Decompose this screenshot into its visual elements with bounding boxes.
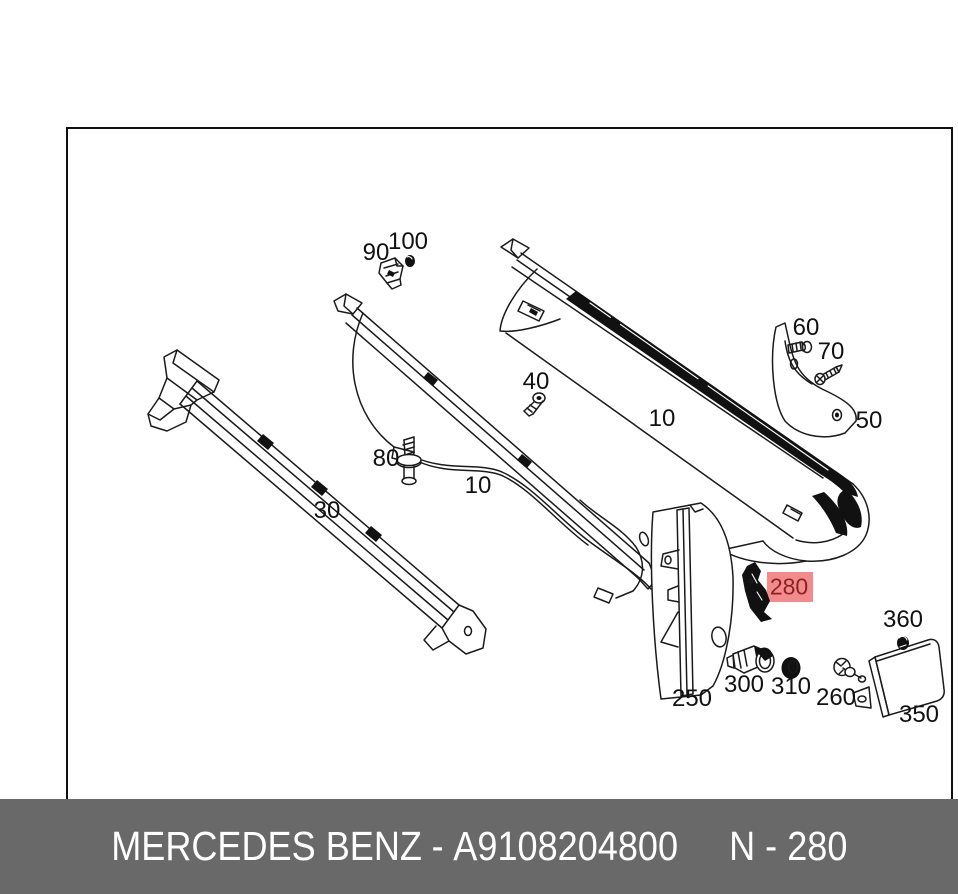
part-260-fastener-drawing: [833, 657, 867, 683]
part-300-sensor-drawing: [726, 645, 775, 674]
part-50-bracket-drawing: [771, 322, 857, 438]
footer-brand: MERCEDES BENZ: [110, 823, 422, 869]
part-label-30: 30: [313, 497, 341, 524]
part-label-280-highlighted: 280: [769, 573, 809, 600]
part-280-bracket-drawing: [742, 562, 772, 622]
footer-bar: MERCEDES BENZ - A9108204800 N - 280: [0, 799, 958, 894]
part-90-clip-drawing: [378, 257, 404, 290]
part-label-310: 310: [770, 673, 812, 700]
part-10-bumper-drawing: [499, 238, 870, 565]
part-label-80: 80: [372, 445, 400, 472]
part-label-90: 90: [362, 239, 390, 266]
part-label-60: 60: [792, 314, 820, 341]
highlight-box-280: [767, 572, 813, 602]
part-40-screw-drawing: [523, 392, 546, 417]
part-label-300: 300: [723, 671, 765, 698]
part-label-100: 100: [387, 228, 429, 255]
footer-text: MERCEDES BENZ - A9108204800 N - 280: [111, 826, 847, 867]
part-label-10-carrier: 10: [464, 472, 492, 499]
footer-part-number: A9108204800: [453, 823, 678, 869]
part-label-360: 360: [882, 606, 924, 633]
part-60-bolt-drawing: [787, 340, 813, 354]
part-label-10-bumper: 10: [648, 405, 676, 432]
footer-reference: N - 280: [728, 823, 848, 869]
footer-separator: -: [431, 823, 444, 869]
part-label-260: 260: [815, 684, 857, 711]
part-360-nut-drawing: [897, 635, 909, 650]
part-100-nut-drawing: [405, 255, 415, 267]
part-70-screw-drawing: [814, 364, 843, 386]
part-80-screw-drawing: [396, 436, 422, 486]
part-label-40: 40: [522, 368, 550, 395]
part-label-50: 50: [855, 407, 883, 434]
part-350-plate-drawing: [852, 638, 945, 718]
part-label-350: 350: [898, 701, 940, 728]
part-310-grommet-drawing: [781, 657, 801, 679]
part-label-250: 250: [671, 685, 713, 712]
part-250-endcap-drawing: [650, 502, 734, 700]
part-label-70: 70: [817, 338, 845, 365]
part-10-carrier-drawing: [333, 293, 657, 604]
part-30-crossmember-drawing: [147, 349, 487, 655]
diagram-frame: [66, 127, 953, 801]
